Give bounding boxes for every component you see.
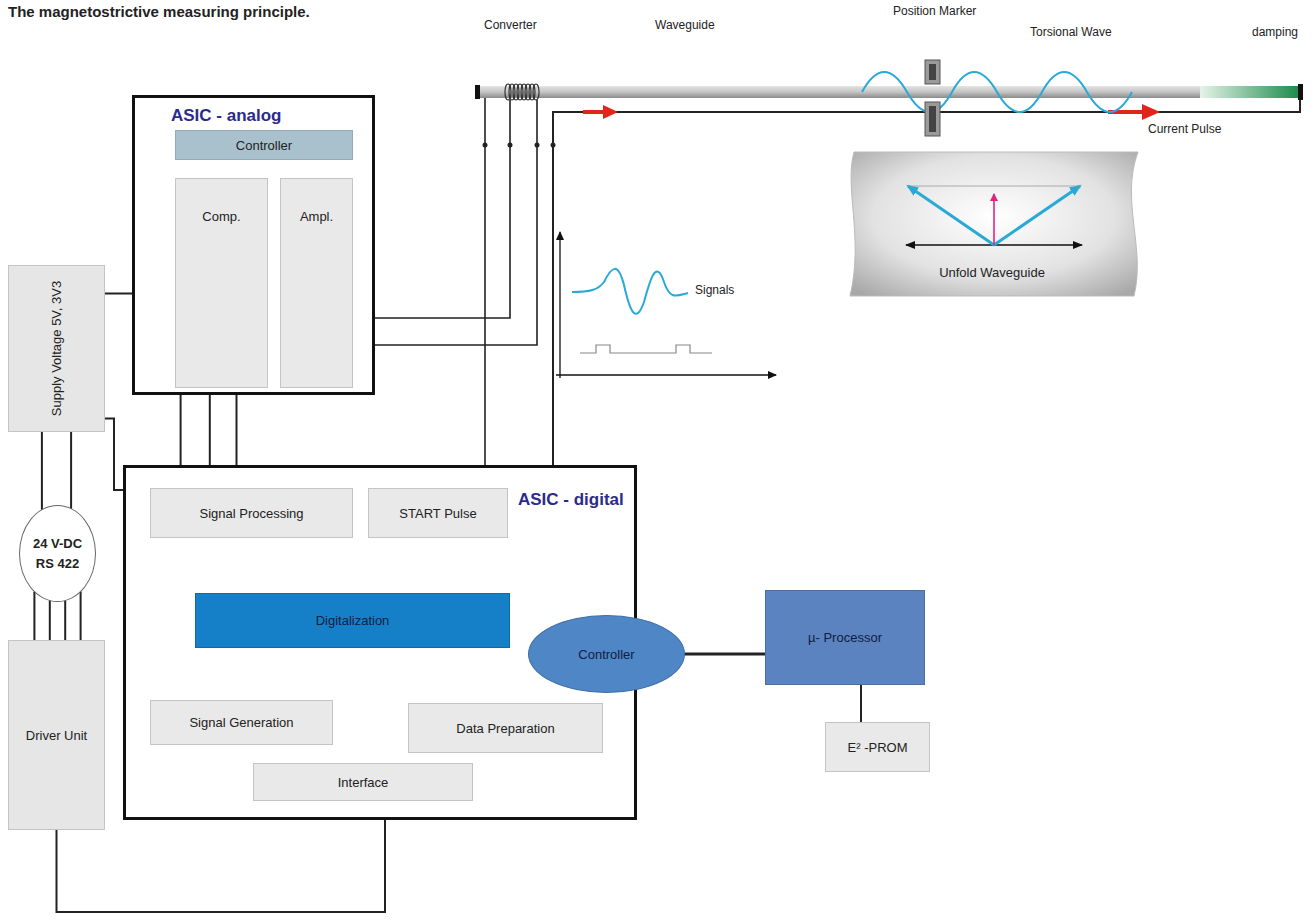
- box-label: Controller: [578, 647, 634, 662]
- box-label: Comp.: [202, 209, 240, 224]
- box-label: START Pulse: [399, 506, 476, 521]
- controller-box: Controller: [175, 130, 353, 160]
- signal-label: Signals: [695, 283, 734, 297]
- process-box: Signal Generation: [150, 700, 333, 745]
- box-label: Data Preparation: [456, 721, 554, 736]
- position-magnet: [925, 102, 940, 136]
- connector-line: [236, 395, 238, 465]
- torsional-wave: [862, 72, 1132, 112]
- memory-box: E² -PROM: [825, 722, 930, 772]
- part-label: Waveguide: [655, 18, 715, 32]
- process-box: Signal Processing: [150, 488, 353, 538]
- process-box: START Pulse: [368, 488, 508, 538]
- amplifier-box: Ampl.: [280, 178, 353, 388]
- part-label: Torsional Wave: [1030, 25, 1112, 39]
- connector-line: [180, 395, 182, 465]
- box-label: RS 422: [36, 554, 79, 574]
- box-label: E² -PROM: [848, 740, 908, 755]
- driver-box: Driver Unit: [8, 640, 105, 830]
- junction-dots: [483, 143, 556, 148]
- comparator-box: Comp.: [175, 178, 268, 388]
- pulse-signal: [580, 345, 712, 353]
- part-label: Position Marker: [893, 4, 976, 18]
- rod-end-cap: [1298, 84, 1303, 100]
- part-label: damping: [1252, 25, 1298, 39]
- supply-band: Supply Voltage 5V, 3V3: [8, 265, 105, 432]
- plot-axis: [556, 374, 776, 375]
- box-label: Digitalization: [316, 613, 390, 628]
- process-box: Digitalization: [195, 593, 510, 648]
- position-magnet: [929, 106, 936, 132]
- box-label: Supply Voltage 5V, 3V3: [49, 281, 64, 416]
- box-label: µ- Processor: [808, 630, 882, 645]
- position-magnet: [929, 64, 936, 80]
- connector-line: [105, 292, 132, 294]
- position-magnet: [925, 60, 940, 84]
- return-wire: [553, 99, 1300, 465]
- processor-box: µ- Processor: [765, 590, 925, 685]
- current-arrow: [1108, 104, 1160, 120]
- signal-wave: [572, 269, 688, 314]
- connector-line: [70, 432, 72, 508]
- group-heading: ASIC - digital: [518, 490, 624, 510]
- box-label: Ampl.: [300, 209, 333, 224]
- process-box: Data Preparation: [408, 703, 603, 753]
- part-label: Converter: [484, 18, 537, 32]
- box-label: Interface: [338, 775, 389, 790]
- box-label: 24 V-DC: [33, 534, 82, 554]
- connector-line: [33, 592, 35, 640]
- waveguide-detail: Unfold Waveguide: [842, 148, 1142, 300]
- box-label: Signal Processing: [199, 506, 303, 521]
- diagram-title: The magnetostrictive measuring principle…: [8, 3, 310, 20]
- box-label: Unfold Waveguide: [939, 265, 1045, 280]
- asic-box: ASIC - digitalSignal Processing START Pul…: [123, 465, 637, 820]
- connector-line: [80, 592, 82, 640]
- coil-wire: [350, 100, 537, 345]
- connector-line: [209, 395, 211, 465]
- connector-line: [41, 432, 43, 509]
- connector-line: [685, 653, 765, 656]
- current-arrow: [583, 105, 618, 119]
- box-label: Controller: [236, 138, 292, 153]
- converter-coil: [505, 84, 539, 100]
- box-label: Signal Generation: [189, 715, 293, 730]
- box-label: Driver Unit: [26, 728, 87, 743]
- part-label: Current Pulse: [1148, 122, 1221, 136]
- connector-circle: 24 V-DCRS 422: [19, 505, 96, 602]
- connector-line: [64, 601, 66, 640]
- connector-line: [860, 685, 862, 722]
- plot-axis: [559, 232, 560, 378]
- asic-box: ASIC - analogControllerComp. Ampl.: [132, 95, 375, 395]
- interface-box: Interface: [253, 763, 473, 801]
- connector-line: [49, 601, 51, 640]
- controller-ellipse: Controller: [528, 615, 685, 693]
- waveguide-rod: [478, 86, 1208, 98]
- group-heading: ASIC - analog: [171, 106, 282, 126]
- connector-line: [105, 419, 123, 490]
- rod-start-cap: [475, 85, 480, 99]
- start-wire: [484, 98, 486, 485]
- damping-zone: [1200, 86, 1300, 98]
